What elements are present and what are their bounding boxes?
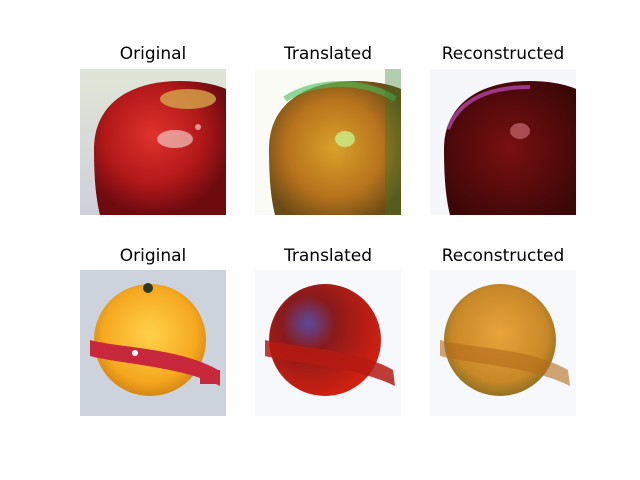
orange-reconstructed-photo-icon [430,270,576,416]
orange-tape-photo-icon [80,270,226,416]
row2-title-translated: Translated [284,246,372,266]
row1-original-image [80,69,226,215]
row2-reconstructed-image [430,270,576,416]
row2-original-image [80,270,226,416]
row2-title-original: Original [119,246,187,266]
row1-translated-image [255,69,401,215]
row1-title-translated: Translated [284,44,372,64]
row1-title-original: Original [119,44,187,64]
row2-title-reconstructed: Reconstructed [441,246,565,266]
apple-translated-photo-icon [255,69,401,215]
apple-photo-icon [80,69,226,215]
apple-reconstructed-photo-icon [430,69,576,215]
row1-title-reconstructed: Reconstructed [441,44,565,64]
row1-reconstructed-image [430,69,576,215]
orange-translated-photo-icon [255,270,401,416]
row2-translated-image [255,270,401,416]
